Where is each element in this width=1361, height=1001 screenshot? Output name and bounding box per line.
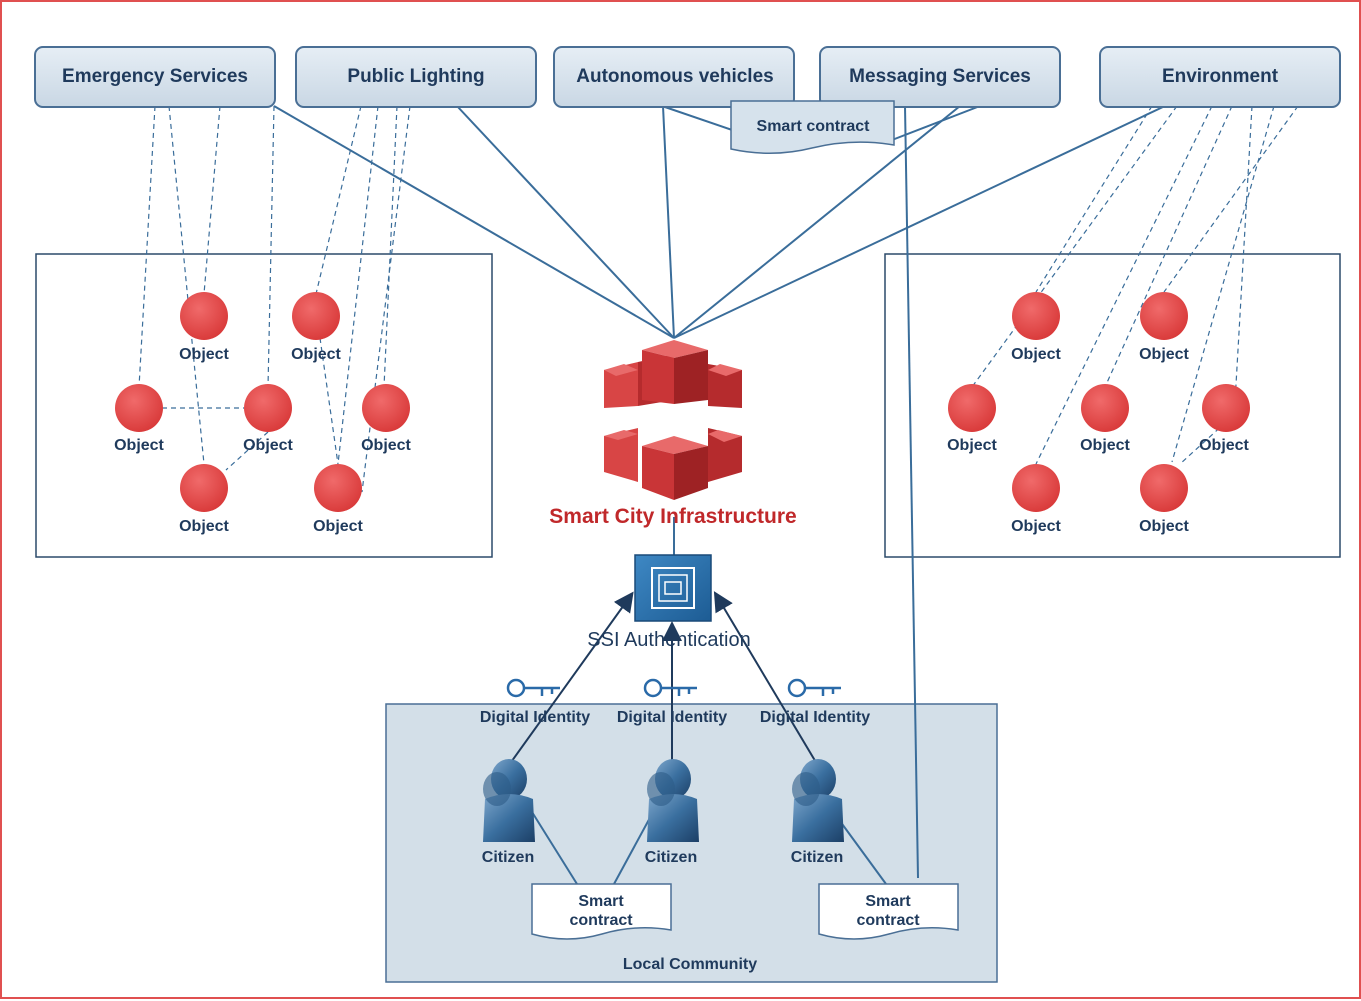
service-autonomous-vehicles[interactable]: Autonomous vehicles xyxy=(553,46,795,108)
community-smart-contract: Smart contract xyxy=(818,883,959,940)
object-node xyxy=(1012,464,1060,512)
object-node xyxy=(1202,384,1250,432)
local-community-label: Local Community xyxy=(623,956,757,973)
service-environment[interactable]: Environment xyxy=(1099,46,1341,108)
service-label: Public Lighting xyxy=(347,66,484,87)
object-node xyxy=(244,384,292,432)
service-messaging[interactable]: Messaging Services xyxy=(819,46,1061,108)
infrastructure-label: Smart City Infrastructure xyxy=(549,505,796,528)
object-label: Object xyxy=(313,518,363,535)
service-label: Messaging Services xyxy=(849,66,1031,87)
smart-contract-line2: contract xyxy=(569,912,633,929)
object-node xyxy=(1081,384,1129,432)
object-label: Object xyxy=(947,437,997,454)
object-node xyxy=(1012,292,1060,340)
object-node xyxy=(180,464,228,512)
smart-contract-line1: Smart xyxy=(865,893,911,910)
service-public-lighting[interactable]: Public Lighting xyxy=(295,46,537,108)
contract-connections xyxy=(531,811,887,885)
citizen-label: Citizen xyxy=(645,849,697,866)
object-label: Object xyxy=(1080,437,1130,454)
object-node xyxy=(115,384,163,432)
service-connections xyxy=(273,105,1166,879)
citizen-label: Citizen xyxy=(791,849,843,866)
object-label: Object xyxy=(361,437,411,454)
service-label: Environment xyxy=(1162,66,1279,87)
left-object-group xyxy=(35,253,493,558)
local-community-box xyxy=(385,703,998,983)
object-label: Object xyxy=(114,437,164,454)
object-label: Object xyxy=(1139,346,1189,363)
digital-identity-label: Digital Identity xyxy=(480,709,590,726)
object-connections xyxy=(138,105,1299,493)
object-node xyxy=(1140,464,1188,512)
object-node xyxy=(292,292,340,340)
right-object-group xyxy=(884,253,1341,558)
authentication-arrows xyxy=(508,591,818,766)
citizen-icon xyxy=(647,759,699,842)
infrastructure-icon xyxy=(604,340,742,500)
object-label: Object xyxy=(179,518,229,535)
citizen-label: Citizen xyxy=(482,849,534,866)
community-smart-contract: Smart contract xyxy=(531,883,672,940)
service-label: Autonomous vehicles xyxy=(576,66,773,87)
object-node xyxy=(314,464,362,512)
object-label: Object xyxy=(243,437,293,454)
object-node xyxy=(362,384,410,432)
smart-contract-line2: contract xyxy=(856,912,920,929)
key-icon xyxy=(643,678,697,698)
smart-contract-label: Smart contract xyxy=(757,118,871,135)
object-label: Object xyxy=(1011,518,1061,535)
service-emergency[interactable]: Emergency Services xyxy=(34,46,276,108)
smart-contract-document: Smart contract xyxy=(730,100,895,154)
key-icon xyxy=(506,678,560,698)
object-node xyxy=(1140,292,1188,340)
service-label: Emergency Services xyxy=(62,66,248,87)
citizen-icon xyxy=(792,759,844,842)
left-objects: Object Object Object Object Object Objec… xyxy=(114,292,412,535)
object-label: Object xyxy=(179,346,229,363)
key-icon xyxy=(787,678,841,698)
digital-identity-label: Digital Identity xyxy=(617,709,727,726)
ssi-authentication-icon[interactable] xyxy=(634,554,712,622)
digital-identity-label: Digital Identity xyxy=(760,709,870,726)
object-label: Object xyxy=(1011,346,1061,363)
object-label: Object xyxy=(1199,437,1249,454)
object-node xyxy=(948,384,996,432)
ssi-label: SSI Authentication xyxy=(587,629,750,651)
smart-contract-line1: Smart xyxy=(578,893,624,910)
right-objects: Object Object Object Object Object Objec… xyxy=(947,292,1250,535)
object-label: Object xyxy=(1139,518,1189,535)
object-label: Object xyxy=(291,346,341,363)
object-node xyxy=(180,292,228,340)
citizen-icon xyxy=(483,759,535,842)
